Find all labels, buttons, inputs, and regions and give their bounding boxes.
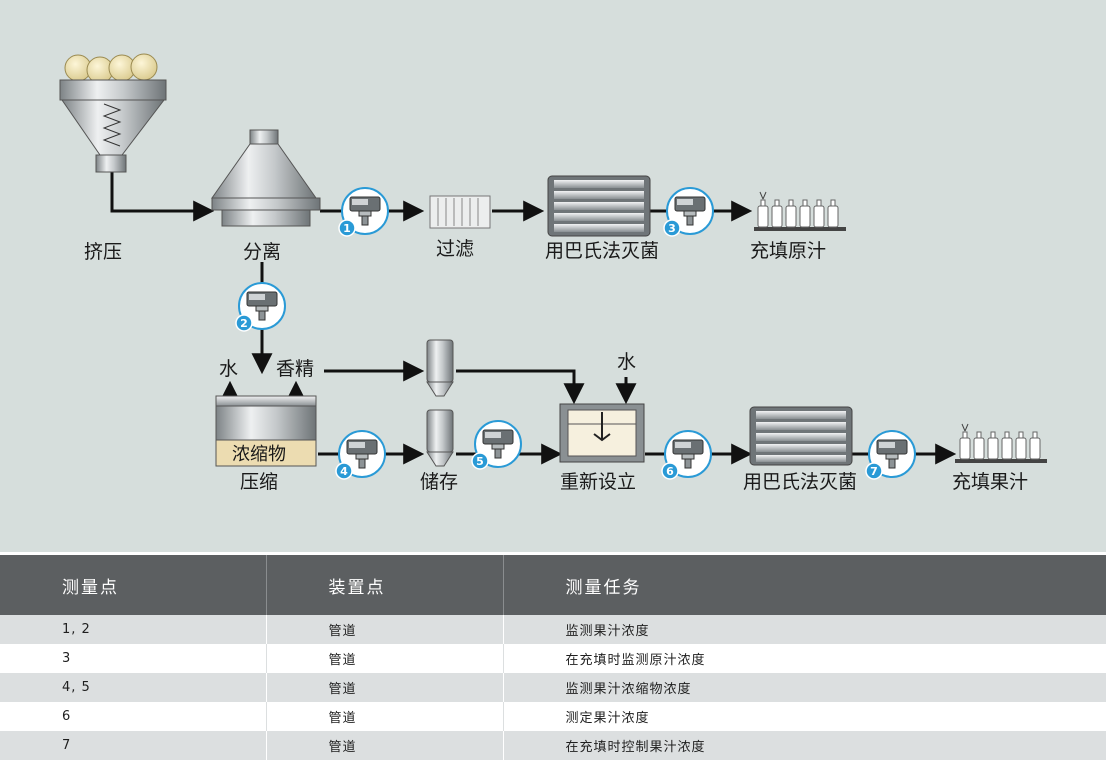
pasteurizer-bottom [749, 406, 853, 466]
sensor-4: 4 [335, 430, 386, 480]
cell-point: 6 [0, 702, 267, 731]
header-point: 测量点 [0, 555, 267, 615]
sensor-5: 5 [471, 420, 522, 470]
separator [211, 129, 321, 227]
label-fill-raw: 充填原汁 [750, 240, 826, 262]
sensor-2: 2 [235, 282, 286, 332]
sensor-number: 5 [476, 455, 484, 468]
sensor-badge-7 [865, 462, 883, 480]
sensor-1: 1 [338, 187, 389, 237]
label-pasteurize-bottom: 用巴氏法灭菌 [743, 471, 857, 493]
sensor-badge-4 [335, 462, 353, 480]
sensor-badge-5 [471, 452, 489, 470]
label-separate: 分离 [243, 241, 281, 263]
sensor-number: 7 [870, 465, 878, 478]
table-header-row: 测量点 装置点 测量任务 [0, 555, 1106, 615]
table-row: 4, 5 管道 监测果汁浓缩物浓度 [0, 673, 1106, 702]
table-row: 1, 2 管道 监测果汁浓度 [0, 615, 1106, 644]
process-diagram: 1 2 3 4 5 6 7 挤压 分离 过滤 用巴氏法灭菌 充填原汁 水 香精 浓缩物 压缩… [0, 0, 1106, 552]
header-install: 装置点 [266, 555, 504, 615]
cell-install: 管道 [266, 673, 504, 702]
cell-task: 测定果汁浓度 [503, 702, 1106, 731]
process-diagram-svg: 1 2 3 4 5 6 7 挤压 分离 过滤 用巴氏法灭菌 充填原汁 水 香精 浓缩物 压缩… [59, 53, 1047, 493]
sensor-badge-6 [661, 462, 679, 480]
sensor-number: 1 [343, 222, 351, 235]
table-row: 7 管道 在充填时控制果汁浓度 [0, 731, 1106, 760]
label-water-left: 水 [219, 358, 238, 380]
table-row: 3 管道 在充填时监测原汁浓度 [0, 644, 1106, 673]
sensor-badge-1 [338, 219, 356, 237]
sensor-6: 6 [661, 430, 712, 480]
cell-task: 监测果汁浓度 [503, 615, 1106, 644]
bottles-juice [955, 423, 1047, 463]
sensor-layer: 1 2 3 4 5 6 7 [235, 187, 916, 480]
label-pasteurize-top: 用巴氏法灭菌 [545, 240, 659, 262]
cell-point: 3 [0, 644, 267, 673]
mix-tank [559, 403, 645, 463]
cell-install: 管道 [266, 615, 504, 644]
label-reconstitute: 重新设立 [560, 471, 636, 493]
cell-task: 在充填时控制果汁浓度 [503, 731, 1106, 760]
measurement-table: 测量点 装置点 测量任务 1, 2 管道 监测果汁浓度 3 管道 在充填时监测原… [0, 555, 1106, 760]
cell-install: 管道 [266, 731, 504, 760]
label-concentrate: 浓缩物 [232, 444, 286, 465]
cell-task: 在充填时监测原汁浓度 [503, 644, 1106, 673]
storage-tank [426, 409, 454, 467]
table-row: 6 管道 测定果汁浓度 [0, 702, 1106, 731]
sensor-number: 2 [240, 317, 248, 330]
cell-install: 管道 [266, 702, 504, 731]
cell-install: 管道 [266, 644, 504, 673]
pasteurizer-top [547, 175, 651, 237]
cell-point: 4, 5 [0, 673, 267, 702]
filter [429, 195, 491, 229]
label-fill-juice: 充填果汁 [952, 471, 1028, 493]
sensor-badge-2 [235, 314, 253, 332]
sensor-number: 6 [666, 465, 674, 478]
label-storage: 储存 [420, 471, 458, 493]
label-water-right: 水 [617, 351, 636, 373]
sensor-badge-3 [663, 219, 681, 237]
labels: 挤压 分离 过滤 用巴氏法灭菌 充填原汁 水 香精 浓缩物 压缩 储存 水 重新… [84, 238, 1028, 493]
sensor-3: 3 [663, 187, 714, 237]
label-compress: 压缩 [240, 471, 278, 493]
squeezer [59, 53, 167, 173]
cell-point: 7 [0, 731, 267, 760]
sensor-number: 4 [340, 465, 348, 478]
label-filter: 过滤 [436, 238, 474, 260]
evaporator [215, 395, 317, 467]
label-squeeze: 挤压 [84, 241, 122, 263]
label-essence: 香精 [276, 358, 314, 380]
cell-point: 1, 2 [0, 615, 267, 644]
cell-task: 监测果汁浓缩物浓度 [503, 673, 1106, 702]
sensor-7: 7 [865, 430, 916, 480]
sensor-number: 3 [668, 222, 676, 235]
header-task: 测量任务 [503, 555, 1106, 615]
essence-tank [426, 339, 454, 397]
bottles-raw [754, 191, 846, 231]
